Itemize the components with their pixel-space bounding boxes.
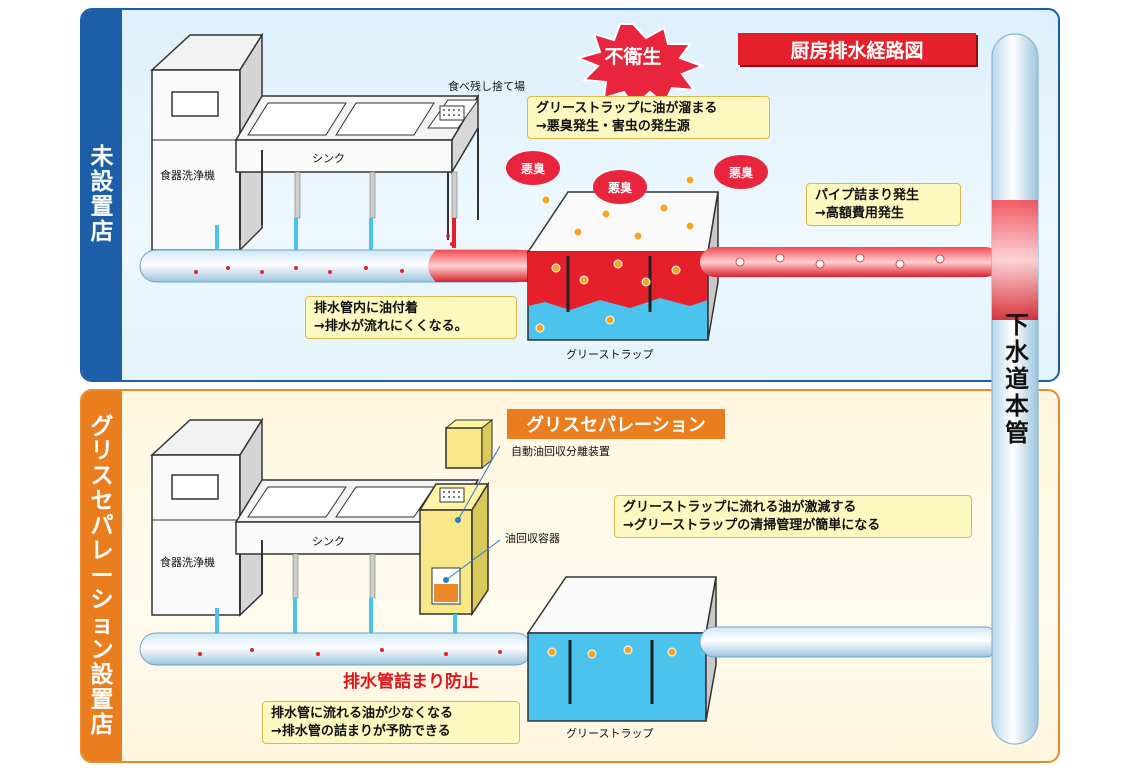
top-scene: [139, 23, 1000, 341]
note-drain-bottom: 排水管に流れる油が少なくなる→排水管の詰まりが予防できる: [262, 701, 520, 745]
grease-trap-bottom: [526, 576, 717, 722]
note-trap-top: グリーストラップに油が溜まる→悪臭発生・害虫の発生源: [527, 96, 770, 140]
unsanitary-label: 不衛生: [604, 46, 662, 68]
smell-label-2: 悪臭: [607, 181, 632, 195]
note-trap-bottom: グリーストラップに流れる油が激減する→グリーストラップの清掃管理が簡単になる: [614, 495, 972, 539]
smell-label-3: 悪臭: [728, 166, 753, 180]
dishwasher-label-top: 食器洗浄機: [160, 169, 215, 182]
smell-cloud-2: [593, 170, 647, 204]
diagram-title: 厨房排水経路図: [738, 33, 976, 65]
side-label-top: 未設置店: [82, 10, 122, 380]
sink-label-bottom: シンク: [312, 535, 345, 548]
main-sewer-pipe: [991, 33, 1039, 745]
smell-label-1: 悪臭: [520, 162, 545, 176]
note-pipe-top: パイプ詰まり発生→高額費用発生: [806, 183, 961, 227]
sink-label-top: シンク: [312, 152, 345, 165]
note-drain-top: 排水管内に油付着→排水が流れにくくなる。: [305, 296, 517, 340]
container-label: 油回収容器: [505, 532, 560, 545]
side-label-bottom: グリスセパレーション設置店: [82, 391, 122, 761]
grease-trap-label-bottom: グリーストラップ: [566, 727, 654, 740]
dishwasher-label-bottom: 食器洗浄機: [160, 556, 215, 569]
bottom-scene: [139, 417, 1001, 722]
grease-trap-label-top: グリーストラップ: [566, 348, 654, 361]
main-pipe-label: 下水道本管: [1005, 311, 1029, 447]
dishwasher-bottom: [150, 417, 264, 617]
dishwasher-top: [150, 32, 264, 252]
waste-label: 食べ残し捨て場: [448, 80, 525, 93]
smell-cloud-1: [506, 151, 560, 185]
clog-prevention-label: 排水管詰まり防止: [343, 672, 479, 692]
separator-unit: [418, 418, 501, 638]
grease-separation-badge: グリスセパレーション: [507, 409, 725, 439]
sink-bottom: [215, 479, 480, 638]
device-label: 自動油回収分離装置: [511, 445, 610, 458]
smell-cloud-3: [714, 155, 768, 189]
sink-top: [215, 93, 480, 255]
